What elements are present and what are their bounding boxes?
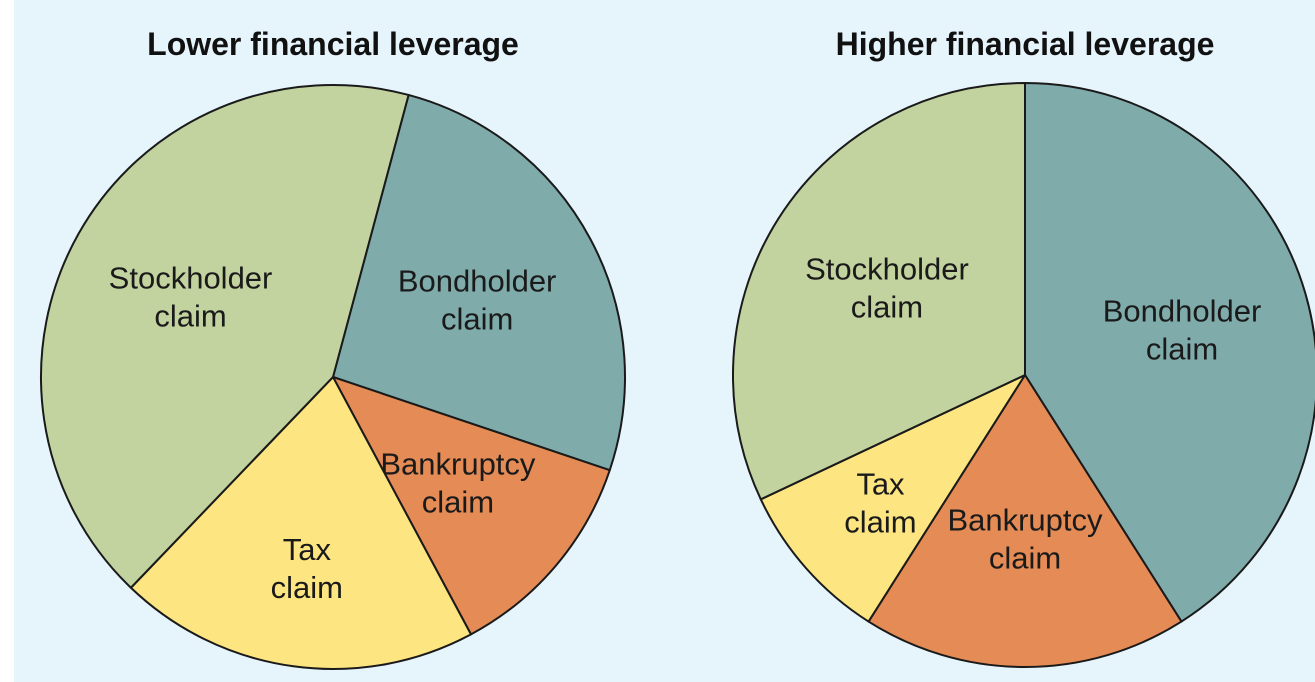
slice-label-line: claim <box>989 541 1061 576</box>
slice-stockholder-higher-leverage <box>732 82 1026 501</box>
slice-label-line: Tax <box>283 532 332 567</box>
chart-title-lower-leverage: Lower financial leverage <box>147 26 519 62</box>
slice-bankruptcy-lower-leverage <box>332 376 611 636</box>
chart-title-higher-leverage: Higher financial leverage <box>835 26 1215 62</box>
slice-label-line: claim <box>441 302 513 337</box>
slice-label-line: Tax <box>856 466 905 501</box>
slice-label-line: claim <box>851 289 923 324</box>
slice-label-line: claim <box>154 299 226 334</box>
slice-label-line: Bankruptcy <box>947 503 1103 538</box>
slice-bankruptcy-higher-leverage <box>867 374 1183 668</box>
slice-label-line: claim <box>271 570 343 605</box>
slice-tax-lower-leverage <box>129 376 472 670</box>
slice-label-line: Stockholder <box>109 261 273 296</box>
slice-bondholder-lower-leverage <box>332 93 626 472</box>
slice-bondholder-higher-leverage <box>1024 82 1315 623</box>
slice-label-line: Stockholder <box>805 251 969 286</box>
left-margin-strip <box>0 0 14 682</box>
slice-tax-higher-leverage <box>759 374 1026 623</box>
slice-label-line: claim <box>844 504 916 539</box>
slice-label-line: claim <box>1146 331 1218 366</box>
slice-label-line: Bankruptcy <box>380 447 536 482</box>
slice-stockholder-lower-leverage <box>40 84 410 589</box>
slice-label-line: Bondholder <box>1103 293 1262 328</box>
slice-label-line: claim <box>422 485 494 520</box>
slice-label-line: Bondholder <box>398 264 557 299</box>
